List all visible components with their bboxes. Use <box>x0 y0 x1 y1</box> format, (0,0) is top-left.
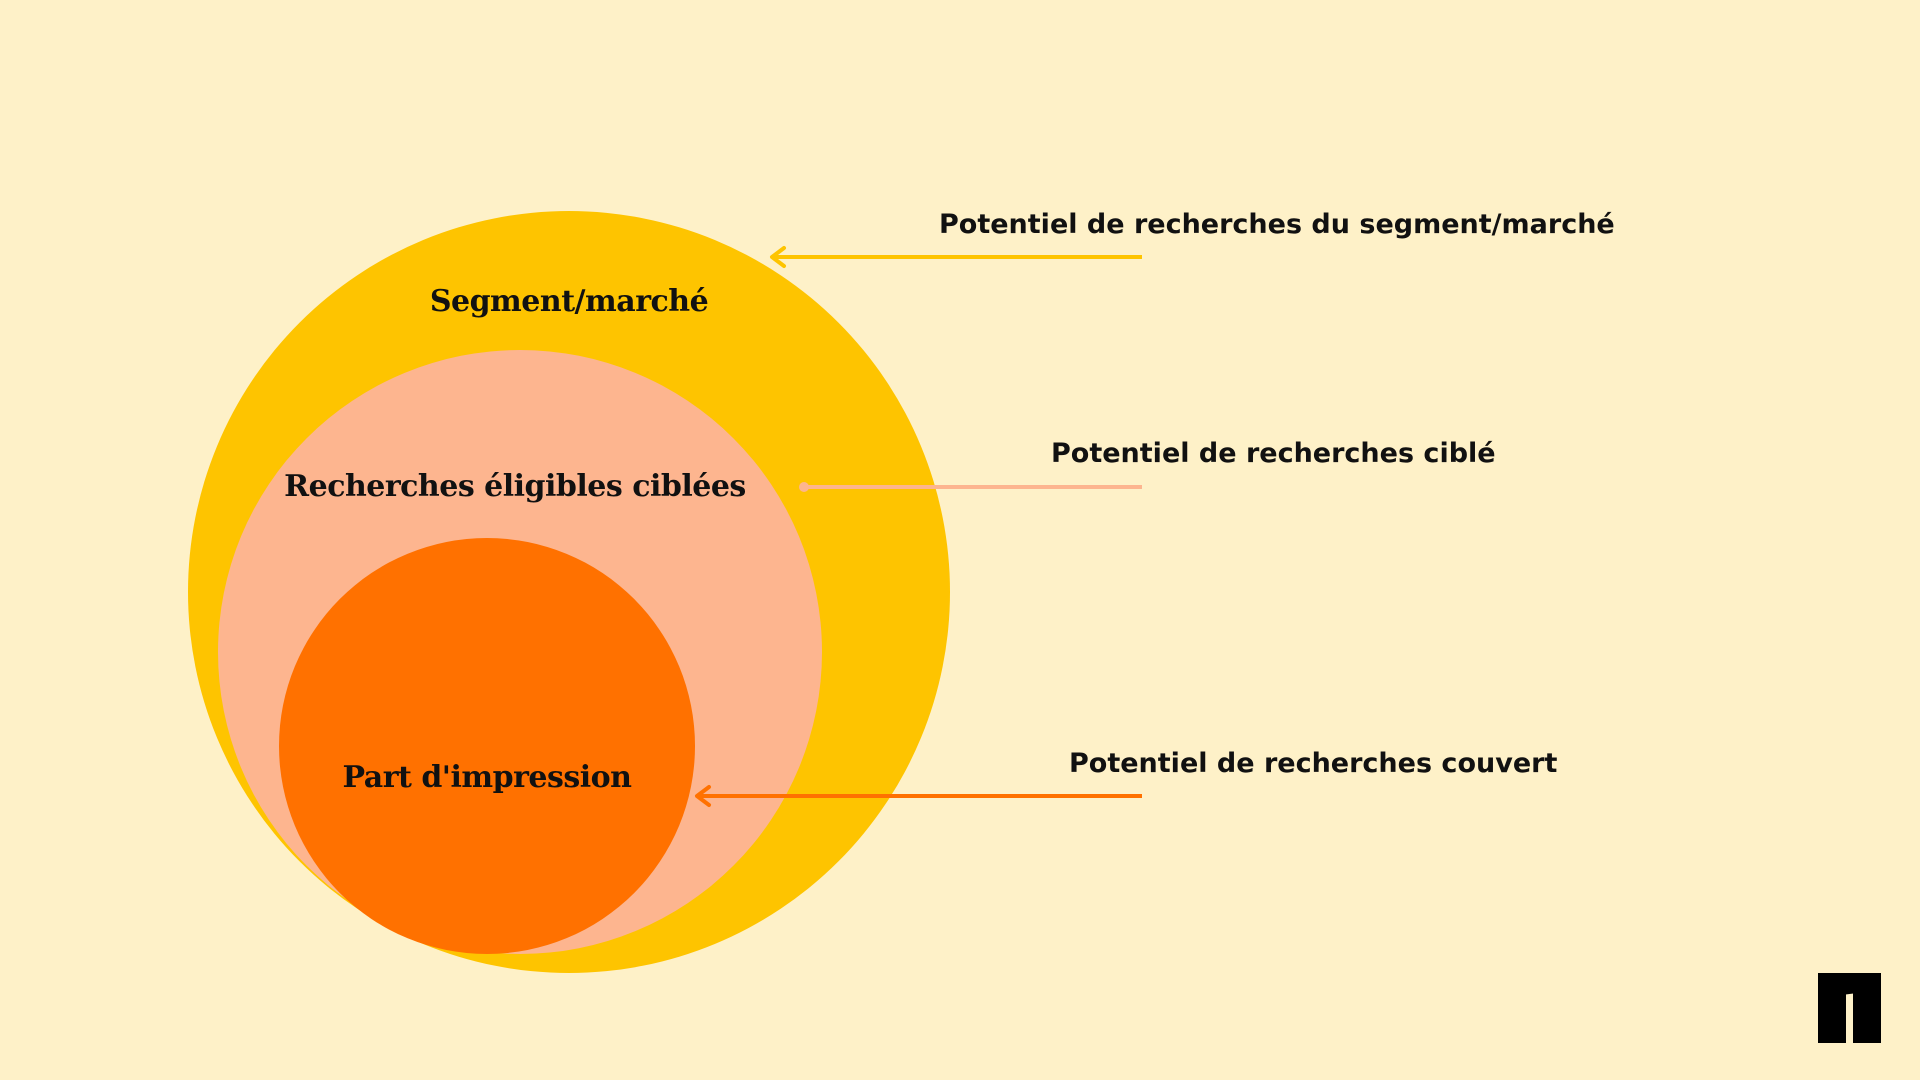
targeted-arrow <box>799 482 1142 492</box>
impression-share-circle <box>279 538 695 954</box>
targeted-circle-label: Recherches éligibles ciblées <box>284 469 746 504</box>
segment-arrow <box>770 246 1142 268</box>
impression-circle-label: Part d'impression <box>343 760 633 795</box>
targeted-annotation: Potentiel de recherches ciblé <box>1051 438 1496 469</box>
brand-logo-icon <box>1818 973 1881 1043</box>
segment-circle-label: Segment/marché <box>430 284 708 319</box>
covered-arrow <box>695 785 1142 807</box>
segment-annotation: Potentiel de recherches du segment/march… <box>939 209 1615 240</box>
covered-annotation: Potentiel de recherches couvert <box>1069 748 1557 779</box>
